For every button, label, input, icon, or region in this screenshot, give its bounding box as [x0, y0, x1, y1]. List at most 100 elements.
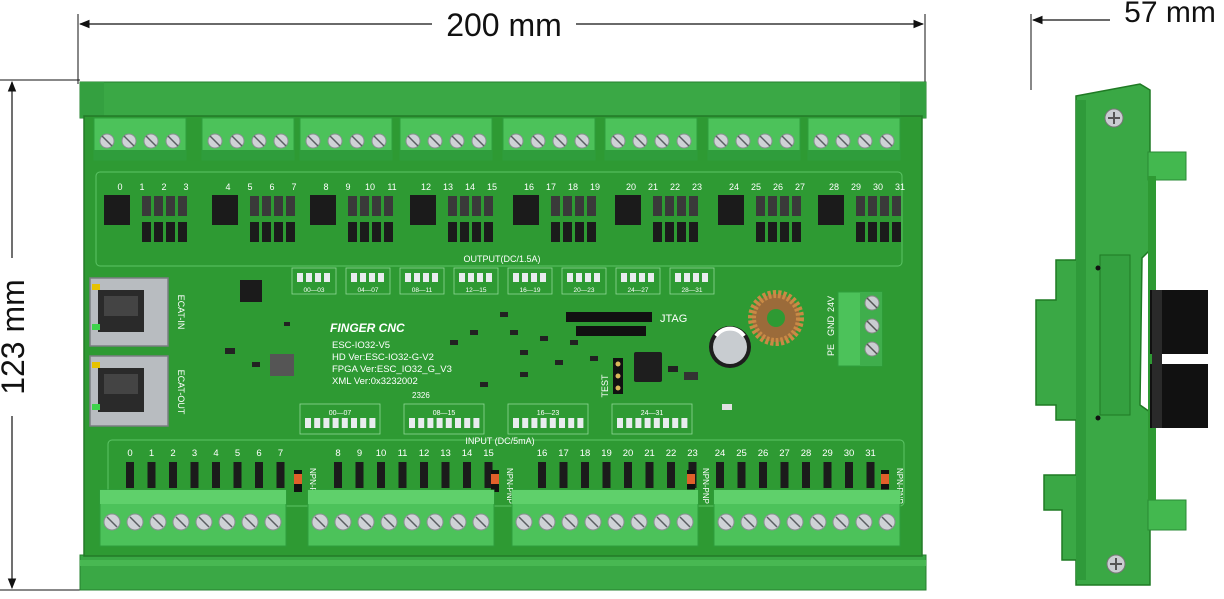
- output-resistor-array: [448, 196, 457, 216]
- terminal-screw[interactable]: [427, 133, 443, 149]
- terminal-screw[interactable]: [879, 133, 895, 149]
- input-pin-number: 23: [687, 448, 698, 459]
- terminal-screw[interactable]: [126, 513, 144, 531]
- terminal-screw[interactable]: [403, 513, 421, 531]
- terminal-screw[interactable]: [654, 133, 670, 149]
- terminal-screw[interactable]: [229, 133, 245, 149]
- side-screw-top: [1104, 108, 1124, 128]
- terminal-screw[interactable]: [357, 513, 375, 531]
- terminal-screw[interactable]: [508, 133, 524, 149]
- terminal-screw[interactable]: [218, 513, 236, 531]
- terminal-screw[interactable]: [311, 513, 329, 531]
- output-mosfet: [372, 222, 381, 242]
- terminal-screw[interactable]: [327, 133, 343, 149]
- terminal-screw[interactable]: [561, 513, 579, 531]
- terminal-screw[interactable]: [630, 513, 648, 531]
- led-group-label: 00—03: [304, 287, 325, 294]
- terminal-screw[interactable]: [426, 513, 444, 531]
- terminal-screw[interactable]: [813, 133, 829, 149]
- npn-pnp-jumper[interactable]: NPN-PNP: [294, 468, 317, 504]
- input-label: INPUT (DC/5mA): [465, 436, 534, 446]
- terminal-screw[interactable]: [538, 513, 556, 531]
- terminal-screw[interactable]: [857, 133, 873, 149]
- terminal-screw[interactable]: [241, 513, 259, 531]
- dpak-regulator: [615, 195, 641, 225]
- terminal-screw[interactable]: [172, 513, 190, 531]
- terminal-screw[interactable]: [121, 133, 137, 149]
- terminal-screw[interactable]: [779, 133, 795, 149]
- terminal-screw[interactable]: [584, 513, 602, 531]
- terminal-screw[interactable]: [740, 513, 758, 531]
- terminal-screw[interactable]: [405, 133, 421, 149]
- terminal-screw[interactable]: [195, 513, 213, 531]
- jtag-header[interactable]: [566, 312, 652, 336]
- terminal-screw[interactable]: [305, 133, 321, 149]
- terminal-screw[interactable]: [472, 513, 490, 531]
- terminal-screw[interactable]: [763, 513, 781, 531]
- terminal-screw[interactable]: [449, 513, 467, 531]
- ecat-out-label: ECAT-OUT: [176, 370, 186, 415]
- terminal-screw[interactable]: [349, 133, 365, 149]
- output-resistor-array: [166, 196, 175, 216]
- terminal-screw[interactable]: [653, 513, 671, 531]
- terminal-screw[interactable]: [380, 513, 398, 531]
- terminal-screw[interactable]: [809, 513, 827, 531]
- terminal-screw[interactable]: [530, 133, 546, 149]
- smd-components: [225, 280, 732, 410]
- npn-pnp-jumper[interactable]: NPN-PNP: [881, 468, 904, 504]
- output-terminal-block: [502, 117, 596, 161]
- terminal-screw[interactable]: [855, 513, 873, 531]
- terminal-screw[interactable]: [735, 133, 751, 149]
- input-optocoupler: [355, 462, 364, 488]
- output-mosfet: [360, 222, 369, 242]
- npn-pnp-jumper[interactable]: NPN-PNP: [687, 468, 710, 504]
- terminal-screw[interactable]: [251, 133, 267, 149]
- terminal-screw[interactable]: [713, 133, 729, 149]
- ethernet-jack-out[interactable]: [89, 355, 169, 427]
- terminal-screw[interactable]: [676, 513, 694, 531]
- terminal-screw[interactable]: [471, 133, 487, 149]
- input-pin-number: 26: [758, 448, 769, 459]
- dpak-regulator: [513, 195, 539, 225]
- input-pin-number: 13: [440, 448, 451, 459]
- terminal-screw[interactable]: [676, 133, 692, 149]
- terminal-screw[interactable]: [103, 513, 121, 531]
- output-resistor-array: [178, 196, 187, 216]
- terminal-screw[interactable]: [757, 133, 773, 149]
- terminal-screw[interactable]: [143, 133, 159, 149]
- terminal-screw[interactable]: [515, 513, 533, 531]
- terminal-screw[interactable]: [835, 133, 851, 149]
- dpak-regulator: [310, 195, 336, 225]
- terminal-screw[interactable]: [165, 133, 181, 149]
- power-terminal-block[interactable]: [837, 291, 883, 367]
- output-pin-number: 9: [345, 182, 350, 192]
- terminal-screw[interactable]: [99, 133, 115, 149]
- terminal-screw[interactable]: [334, 513, 352, 531]
- output-terminal-block: [707, 117, 801, 161]
- terminal-screw[interactable]: [449, 133, 465, 149]
- terminal-screw[interactable]: [574, 133, 590, 149]
- terminal-screw[interactable]: [717, 513, 735, 531]
- npn-pnp-jumper[interactable]: NPN-PNP: [491, 468, 514, 504]
- led-group-label: 24—31: [641, 410, 664, 417]
- terminal-screw[interactable]: [264, 513, 282, 531]
- terminal-screw[interactable]: [552, 133, 568, 149]
- terminal-screw[interactable]: [207, 133, 223, 149]
- terminal-screw[interactable]: [273, 133, 289, 149]
- terminal-screw[interactable]: [878, 513, 896, 531]
- output-pin-number: 6: [269, 182, 274, 192]
- test-header[interactable]: [613, 358, 623, 394]
- terminal-screw[interactable]: [610, 133, 626, 149]
- terminal-screw[interactable]: [371, 133, 387, 149]
- terminal-screw[interactable]: [149, 513, 167, 531]
- terminal-screw[interactable]: [632, 133, 648, 149]
- xml-version-text: XML Ver:0x3232002: [332, 376, 418, 387]
- output-mosfet: [472, 222, 481, 242]
- terminal-screw[interactable]: [786, 513, 804, 531]
- ethernet-jack-in[interactable]: [89, 277, 169, 347]
- output-pin-number: 14: [465, 182, 475, 192]
- terminal-screw[interactable]: [607, 513, 625, 531]
- output-pin-number: 8: [323, 182, 328, 192]
- led-group-label: 24—27: [628, 287, 649, 294]
- terminal-screw[interactable]: [832, 513, 850, 531]
